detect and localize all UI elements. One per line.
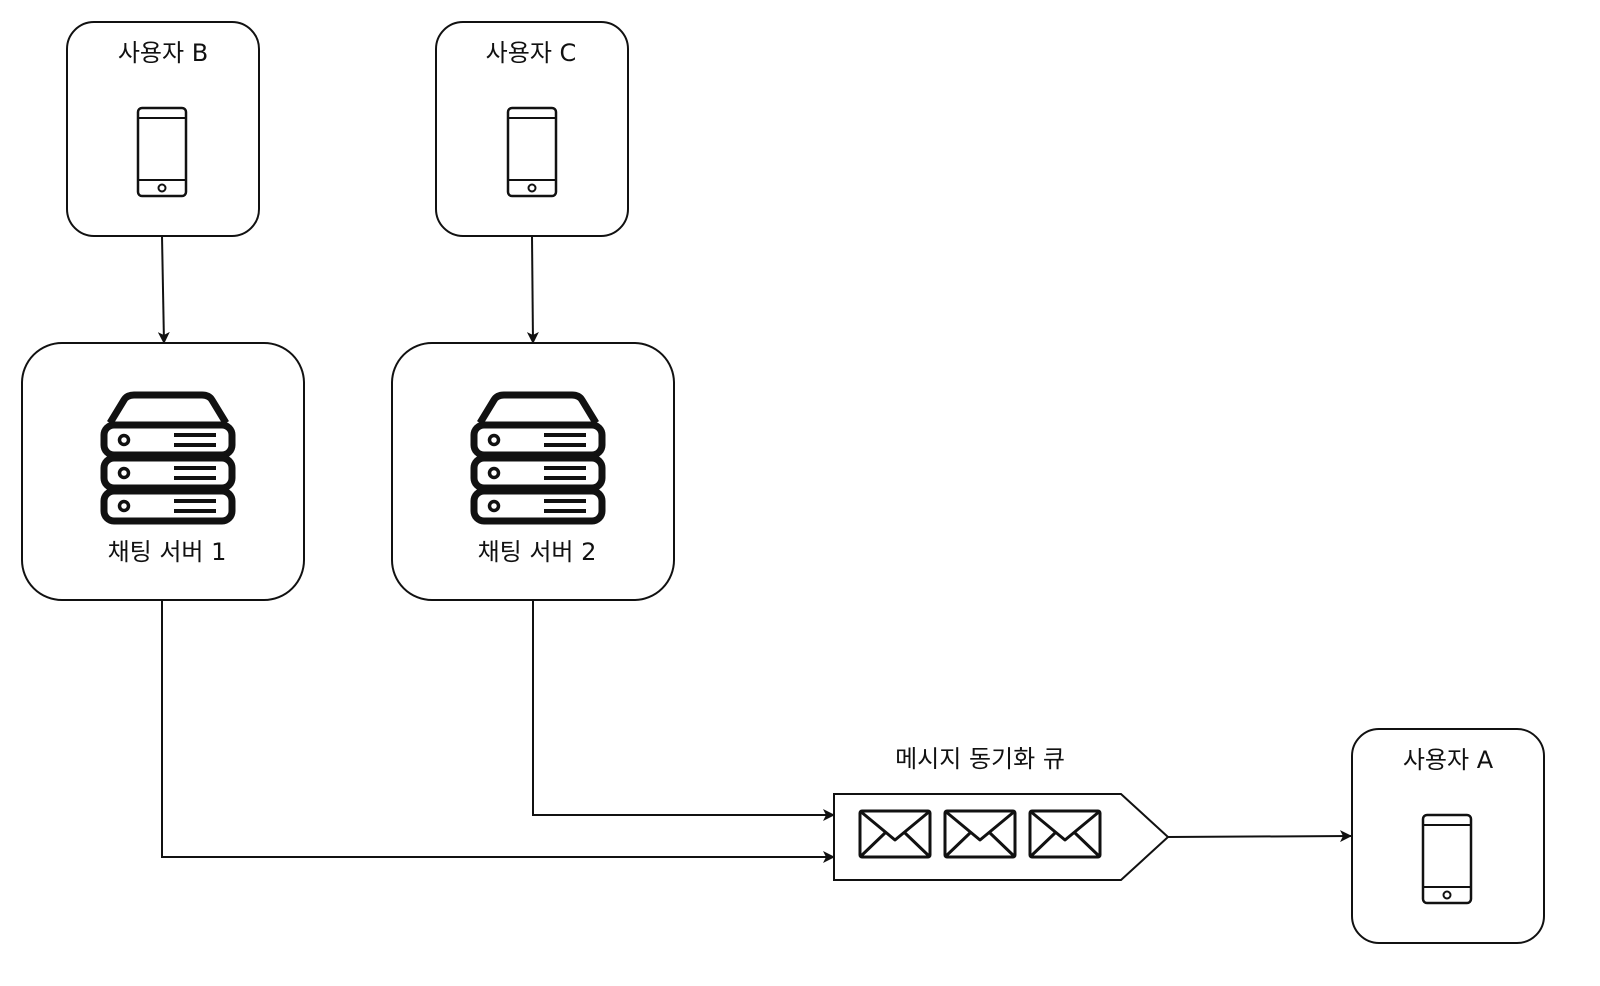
server-1-label: 채팅 서버 1 (108, 538, 227, 566)
envelope-icon (858, 809, 932, 859)
server-1-node: 채팅 서버 1 (21, 342, 305, 601)
smartphone-icon (506, 106, 558, 198)
edge-queue-to-user-a (1167, 830, 1352, 843)
user-b-node: 사용자 B (66, 21, 260, 237)
edge-server-1-to-queue (161, 600, 835, 863)
server-2-node: 채팅 서버 2 (391, 342, 675, 601)
user-a-label: 사용자 A (1403, 746, 1494, 774)
user-b-label: 사용자 B (118, 39, 208, 67)
message-queue-node: 메시지 동기화 큐 (833, 745, 1170, 881)
envelope-icon (1028, 809, 1102, 859)
user-a-node: 사용자 A (1351, 728, 1545, 944)
edges (157, 235, 1352, 863)
smartphone-icon (136, 106, 188, 198)
user-c-node: 사용자 C (435, 21, 629, 237)
user-c-label: 사용자 C (486, 39, 577, 67)
queue-label: 메시지 동기화 큐 (895, 745, 1065, 773)
server-stack-icon (474, 395, 602, 521)
server-stack-icon (104, 395, 232, 521)
edge-user-b-to-server-1 (157, 235, 170, 344)
server-2-label: 채팅 서버 2 (478, 538, 597, 566)
edge-user-c-to-server-2 (526, 235, 539, 344)
smartphone-icon (1421, 813, 1473, 905)
envelope-icon (943, 809, 1017, 859)
edge-server-2-to-queue (532, 600, 835, 821)
